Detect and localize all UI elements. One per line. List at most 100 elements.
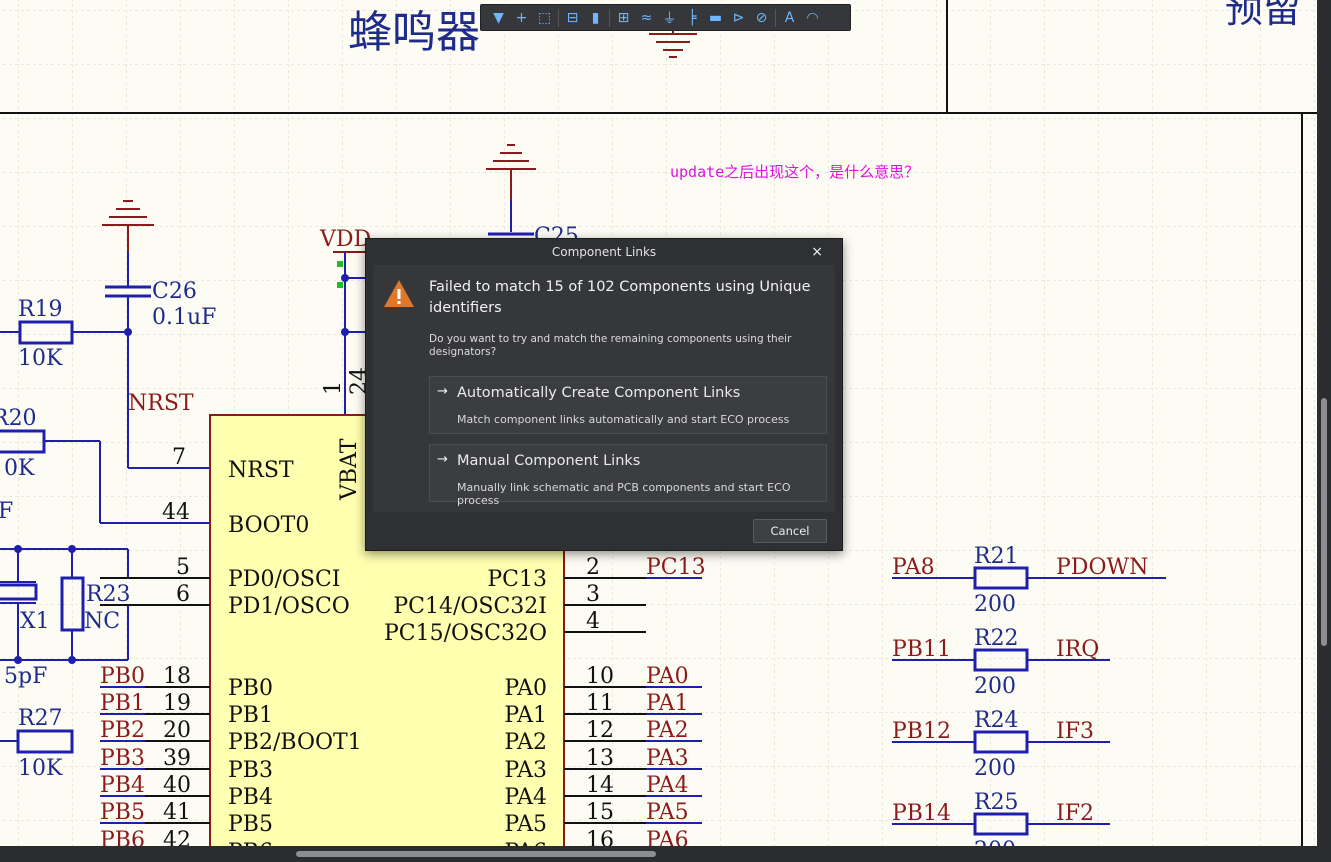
pin-number: 12	[586, 718, 614, 743]
part-icon[interactable]: ▮	[591, 9, 600, 26]
harness-icon[interactable]: ⊞	[617, 9, 630, 26]
ic-pin-name: PA3	[504, 758, 547, 783]
r23-value: NC	[84, 609, 120, 634]
ic-pin-name: PA0	[504, 676, 547, 701]
vertical-scrollbar[interactable]	[1317, 0, 1331, 862]
net-label: PB14	[892, 801, 951, 826]
selection-handle[interactable]	[337, 282, 343, 288]
pin-number: 3	[586, 582, 600, 607]
scroll-thumb[interactable]	[1321, 398, 1327, 646]
wire-icon[interactable]: ≈	[640, 9, 653, 26]
manual-links-button[interactable]: → Manual Component Links Manually link s…	[429, 444, 827, 507]
junction-dot	[14, 656, 22, 664]
ic-left-pins: PD0/OSCI5PD1/OSCO6PB018PB0PB119PB1PB2/BO…	[100, 555, 362, 862]
ic-pin-name: PB4	[228, 785, 273, 810]
r21-designator: R21	[974, 544, 1019, 569]
r20-value: 0K	[4, 456, 35, 481]
r27-value: 10K	[18, 756, 63, 781]
ic-pin-vbat: VBAT	[337, 438, 362, 501]
user-annotation: update之后出现这个，是什么意思？	[670, 163, 919, 181]
r20-designator: R20	[0, 406, 37, 431]
filter-icon[interactable]: ▼	[493, 9, 504, 26]
align-icon[interactable]: ⊟	[566, 9, 579, 26]
ic-pin-boot0: BOOT0	[228, 513, 309, 538]
pin-number: 39	[163, 746, 191, 771]
net-label: IF2	[1056, 801, 1094, 826]
pin-number: 11	[586, 691, 614, 716]
junction-dot	[68, 656, 76, 664]
junction-dot	[68, 545, 76, 553]
x1-designator: X1	[20, 609, 50, 634]
ic-pin-name: PB3	[228, 758, 273, 783]
pin-number: 15	[586, 800, 614, 825]
option-title: Manual Component Links	[457, 453, 641, 469]
resistor-r27[interactable]	[16, 729, 74, 754]
pin-number-boot0: 44	[162, 500, 190, 525]
net-label: PB4	[100, 773, 145, 798]
selection-handle[interactable]	[337, 261, 343, 267]
text-icon[interactable]: A	[784, 9, 795, 26]
pin-number: 19	[163, 691, 191, 716]
crystal-x1[interactable]	[0, 583, 38, 601]
select-rect-icon[interactable]: ⬚	[537, 9, 552, 26]
ic-pin-name: PB5	[228, 812, 273, 837]
cancel-button[interactable]: Cancel	[753, 519, 827, 543]
net-label: IRQ	[1056, 637, 1099, 662]
dialog-titlebar[interactable]: Component Links ×	[366, 239, 842, 265]
r24-designator: R24	[974, 708, 1019, 733]
schematic-active-bar[interactable]: ▼ + ⬚ ⊟ ▮ ⊞ ≈ ⏚ ╞ ▬ ⊳ ⊘ A ◠	[480, 4, 851, 31]
ic-pin-name: PC13	[487, 567, 547, 592]
r27-designator: R27	[18, 706, 63, 731]
net-label: PB2	[100, 718, 145, 743]
vdd-power-label: VDD	[319, 227, 371, 252]
net-label-icon[interactable]: ▬	[708, 9, 723, 26]
scroll-thumb[interactable]	[296, 851, 656, 857]
component-links-dialog: Component Links × Failed to match 15 of …	[365, 238, 843, 551]
ground-symbol	[486, 144, 536, 200]
ic-pin-name: PD0/OSCI	[228, 567, 340, 592]
pin-number: 20	[163, 718, 191, 743]
toolbar-separator	[775, 8, 776, 27]
cap-value-left: F	[0, 499, 13, 524]
net-label: PA5	[646, 800, 689, 825]
net-label: PA1	[646, 691, 689, 716]
ground-icon[interactable]: ⏚	[662, 10, 677, 27]
warning-icon	[384, 280, 414, 307]
pin-number: 41	[163, 800, 191, 825]
ic-pin-name: PA4	[504, 785, 547, 810]
ic-pin-name: PC14/OSC32I	[393, 594, 547, 619]
ground-symbol	[102, 200, 154, 252]
pin-number: 14	[586, 773, 614, 798]
dialog-body: Failed to match 15 of 102 Components usi…	[373, 265, 835, 512]
ic-pin-name: PB2/BOOT1	[228, 730, 362, 755]
net-label: PDOWN	[1056, 555, 1148, 580]
r25-designator: R25	[974, 790, 1019, 815]
dialog-headline: Failed to match 15 of 102 Components usi…	[429, 279, 811, 316]
net-label: PB0	[100, 664, 145, 689]
option-description: Match component links automatically and …	[457, 413, 790, 426]
net-label: PB11	[892, 637, 951, 662]
port-icon[interactable]: ⊳	[732, 9, 745, 26]
close-icon[interactable]: ×	[811, 244, 823, 260]
pin-number: 4	[586, 609, 600, 634]
ic-pin-name: PA5	[504, 812, 547, 837]
net-label: PC13	[646, 555, 706, 580]
net-label: PA8	[892, 555, 935, 580]
auto-create-links-button[interactable]: → Automatically Create Component Links M…	[429, 376, 827, 434]
net-label: PB3	[100, 746, 145, 771]
buzzer-section-title: 蜂鸣器	[348, 7, 480, 58]
no-erc-icon[interactable]: ⊘	[755, 9, 768, 26]
r23-designator: R23	[86, 582, 131, 607]
pin-number: 18	[163, 664, 191, 689]
pin-number: 40	[163, 773, 191, 798]
add-icon[interactable]: +	[515, 9, 528, 26]
dialog-title: Component Links	[551, 245, 657, 259]
r22-designator: R22	[974, 626, 1019, 651]
junction-dot	[341, 274, 349, 282]
arc-icon[interactable]: ◠	[806, 9, 819, 26]
bus-icon[interactable]: ╞	[688, 9, 697, 26]
c26-designator: C26	[152, 279, 197, 304]
ic-pin-name: PB1	[228, 703, 273, 728]
horizontal-scrollbar[interactable]	[0, 846, 1317, 862]
junction-dot	[14, 545, 22, 553]
